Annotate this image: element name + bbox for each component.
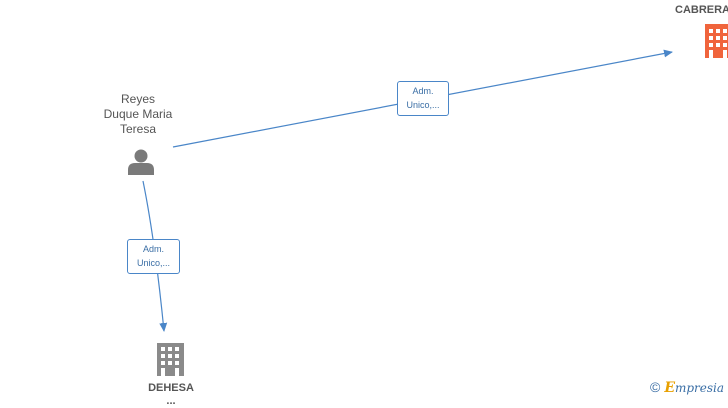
person-name-line: Teresa — [119, 122, 157, 136]
person-name-line: Reyes — [120, 92, 155, 106]
company-label-dehesa[interactable]: DEHESA — [148, 382, 194, 394]
edge-label-dehesa[interactable]: Adm. Unico,... — [127, 239, 180, 274]
copyright-symbol: © — [650, 379, 661, 395]
edge-label-line: Unico,... — [406, 100, 440, 110]
edge-label-line: Adm. — [412, 86, 434, 96]
brand-logo-e: E — [664, 380, 675, 396]
person-name-line: Duque Maria — [103, 107, 173, 121]
building-icon[interactable] — [705, 24, 728, 58]
brand-logo-text: mpresia — [675, 381, 725, 395]
company-label-cabrera[interactable]: CABRERA — [675, 4, 728, 16]
person-name[interactable]: Reyes Duque Maria Teresa — [88, 92, 188, 137]
edge-label-cabrera[interactable]: Adm. Unico,... — [397, 81, 449, 116]
person-icon[interactable] — [128, 149, 154, 176]
building-icon[interactable] — [157, 343, 184, 376]
brand-logo: ©Empresia — [650, 379, 724, 396]
edge-label-line: Unico,... — [136, 258, 170, 268]
company-label-dehesa-line2: ... — [166, 395, 176, 407]
edge-label-line: Adm. — [142, 244, 164, 254]
